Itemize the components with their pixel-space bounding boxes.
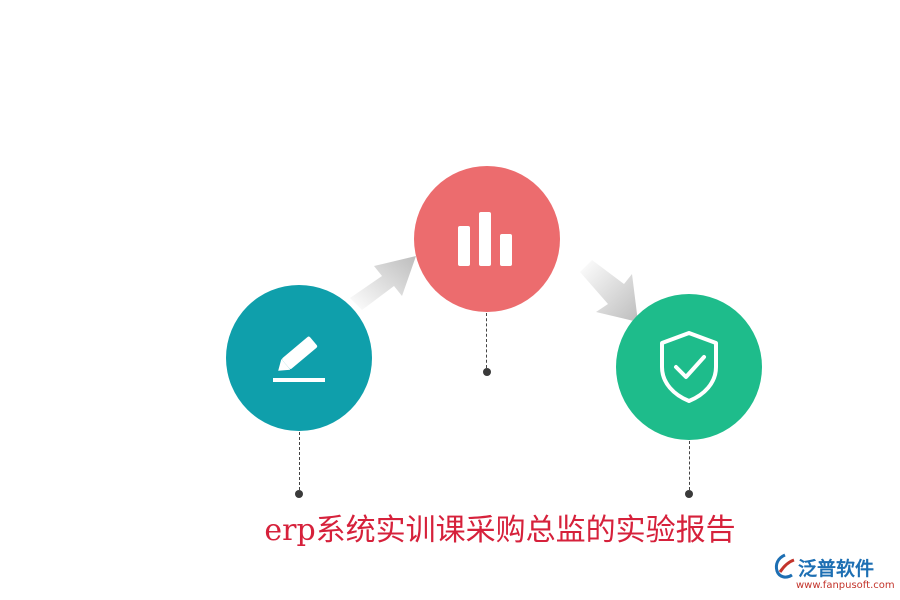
page-title: erp系统实训课采购总监的实验报告 <box>264 513 736 548</box>
brand-logo: 泛普软件 www.fanpusoft.com <box>772 552 896 598</box>
step-circle-shield <box>616 294 762 440</box>
arrow-step1-to-step2 <box>350 256 416 310</box>
arrow-step2-to-step3 <box>580 260 638 322</box>
logo-mark-icon <box>774 553 795 579</box>
leader-dot-step2 <box>483 368 491 376</box>
bar-chart-icon <box>458 212 512 266</box>
pencil-icon <box>273 336 325 382</box>
logo-url: www.fanpusoft.com <box>796 580 895 591</box>
step-circle-chart <box>414 166 560 312</box>
step-circle-edit <box>226 285 372 431</box>
leader-line-step3 <box>689 441 690 490</box>
leader-line-step1 <box>299 432 300 490</box>
leader-dot-step3 <box>685 490 693 498</box>
shield-check-icon <box>660 331 718 403</box>
logo-name: 泛普软件 <box>798 558 875 580</box>
leader-line-step2 <box>486 313 487 368</box>
leader-dot-step1 <box>295 490 303 498</box>
